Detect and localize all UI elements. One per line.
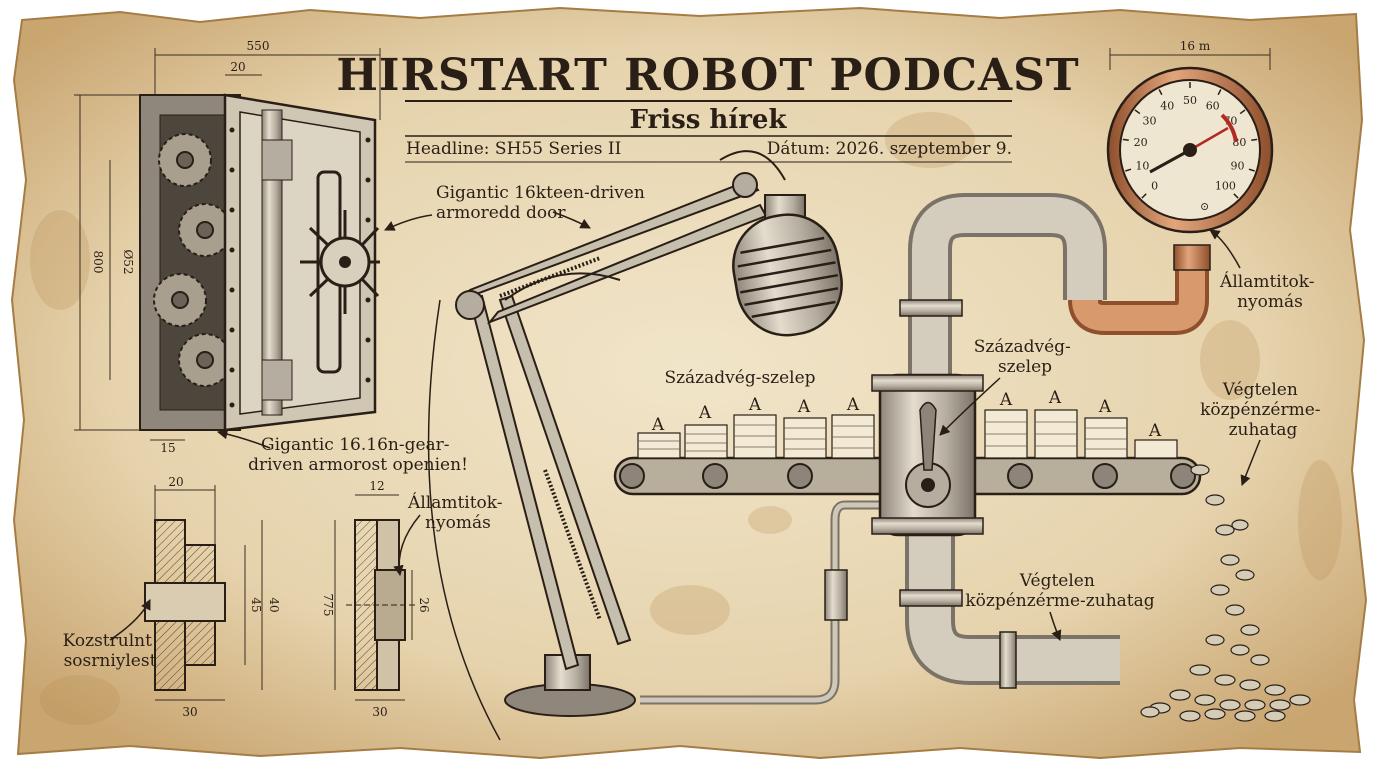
stack-label: A [651,415,665,435]
microphone-stand [427,150,786,741]
dim-sec1-outer: 40 [267,597,281,612]
stack-label: A [797,397,811,417]
gauge-scale-label: 20 [1134,136,1148,149]
stack-label: A [999,390,1013,410]
gauge-scale-label: 100 [1215,179,1236,192]
dim-sec2-inner: 26 [417,597,431,612]
gauge-logo: ⊙ [1200,200,1209,213]
callout-labels: Gigantic 16kteen-driven armoredd door Gi… [63,183,1326,671]
gauge-tick [1141,193,1147,199]
gauge-scale-label: 50 [1183,94,1197,107]
pipe-callout: Végtelen közpénzérme-zuhatag [965,571,1154,611]
cross-section-middle: 12 775 26 30 [321,479,431,719]
podcast-subtitle: Friss hírek [630,105,788,135]
stack-label: A [1098,397,1112,417]
gauge-tick [1134,109,1141,115]
dim-sec2-top: 12 [369,479,384,493]
gauge-tick [1125,168,1132,172]
gauge-tick [1233,193,1239,199]
microphone-icon [732,194,843,337]
dim-sec1-bottom: 30 [182,705,197,719]
date-text: Dátum: 2026. szeptember 9. [767,139,1012,159]
conveyor-label: Századvég-szelep [664,368,815,388]
valve-housing [871,373,984,537]
gauge-callout: Államtitok- nyomás [1219,271,1320,312]
stack-letters: A A A A A A A A A [651,388,1162,441]
gauge-scale-label: 30 [1143,115,1157,128]
gauge-tick [1122,138,1129,142]
coin-cascade [1140,464,1311,722]
door-top-callout: Gigantic 16kteen-driven armoredd door [436,183,650,223]
gauge-scale-label: 60 [1206,99,1220,112]
dim-sec2-bottom: 30 [372,705,387,719]
headline-text: Headline: SH55 Series II [406,139,621,159]
gauge-scale-label: 40 [1160,99,1174,112]
dim-door-frame: 20 [230,60,245,74]
valve-callout: Századvég- szelep [974,337,1076,377]
coins-right-callout: Végtelen közpénzérme- zuhatag [1200,380,1326,440]
pipe-system [640,193,1211,705]
document-stack-lines [638,421,1127,452]
gauge-tick [1251,138,1258,142]
stack-label: A [698,403,712,423]
stack-label: A [1148,421,1162,441]
paper-stains [30,112,1342,725]
dim-door-width: 550 [247,39,270,53]
gauge-tick [1217,89,1222,96]
dim-door-diameter: Ø52 [121,249,135,274]
dim-sec1-top: 20 [168,475,183,489]
door-rivets [229,127,371,408]
podcast-title: HIRSTART ROBOT PODCAST [336,50,1079,101]
dim-door-height: 800 [91,251,105,274]
stack-label: A [1048,388,1062,408]
gauge-scale-label: 10 [1135,159,1149,172]
callout-arrows [109,211,1261,641]
gauge-tick [1248,168,1255,172]
dim-sec1-inner: 45 [249,597,263,612]
gauge-scale-label: 90 [1231,159,1245,172]
gear-icon [153,133,232,387]
gauge-tick [1239,109,1246,115]
vault-door: 550 20 800 Ø52 15 [74,39,381,455]
dim-gauge-top: 16 m [1180,39,1211,53]
door-bottom-callout: Gigantic 16.16n-gear- driven armorost op… [248,435,468,475]
stack-label: A [846,395,860,415]
gauge-tick [1158,89,1163,96]
gauge-scale-label: 0 [1151,179,1158,192]
dim-sec2-left: 775 [321,594,335,617]
stack-label: A [748,395,762,415]
cross-section-left: 20 30 45 40 [144,475,281,719]
section-mid-callout: Államtitok- nyomás [407,492,508,533]
section-left-callout: Kozstrulnt sosrniylest [63,631,158,671]
dim-door-bottom: 15 [160,441,175,455]
